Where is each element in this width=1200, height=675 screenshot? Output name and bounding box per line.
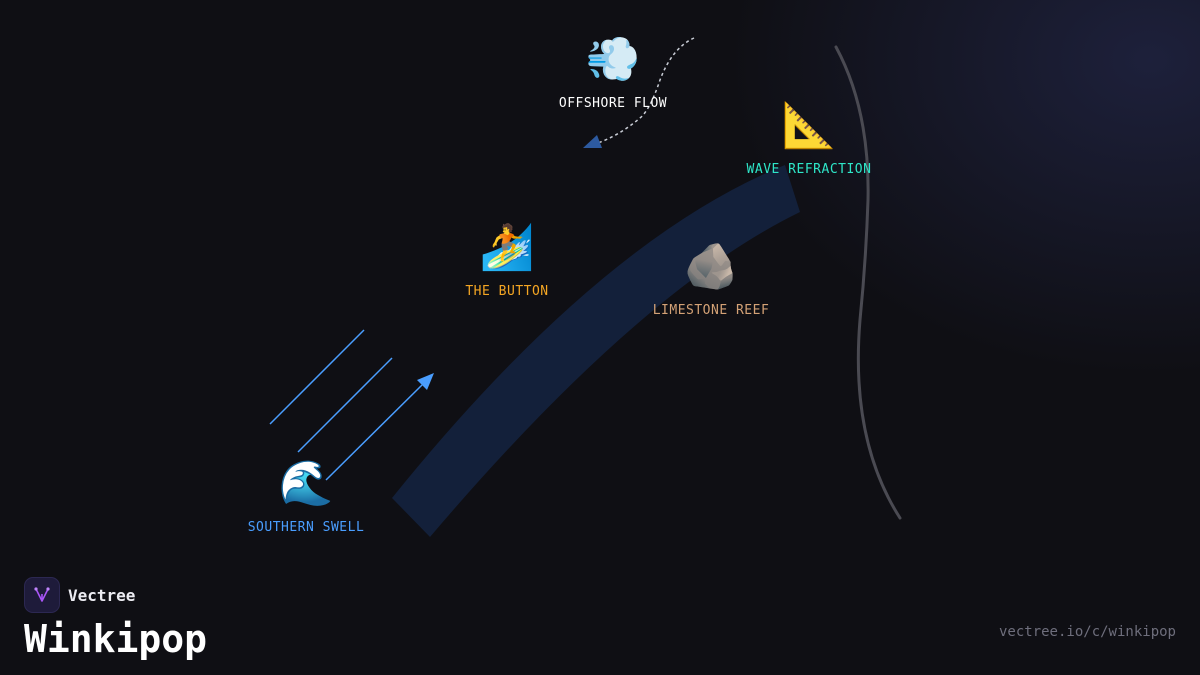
- node-wave-refraction: 📐 WAVE REFRACTION: [747, 98, 872, 177]
- node-label: OFFSHORE FLOW: [558, 96, 668, 111]
- swell-arrowhead: [417, 373, 434, 390]
- node-limestone-reef: 🪨 LIMESTONE REEF: [653, 239, 770, 318]
- vectree-logo-icon: [24, 577, 60, 613]
- offshore-flow-arrow: [597, 37, 695, 144]
- surfer-icon: 🏄: [479, 222, 535, 273]
- rock-icon: 🪨: [683, 241, 739, 292]
- offshore-flow-arrowhead: [583, 135, 602, 148]
- node-southern-swell: 🌊 SOUTHERN SWELL: [248, 456, 365, 535]
- brand-row: Vectree: [24, 577, 207, 613]
- triangular-ruler-icon: 📐: [781, 100, 837, 151]
- node-label: SOUTHERN SWELL: [247, 520, 365, 535]
- node-label: LIMESTONE REEF: [652, 303, 770, 318]
- node-offshore-flow: 💨 OFFSHORE FLOW: [559, 32, 667, 111]
- node-label: THE BUTTON: [465, 284, 549, 299]
- tree-icon: [34, 587, 50, 602]
- brand-name: Vectree: [68, 585, 136, 605]
- node-the-button: 🏄 THE BUTTON: [465, 220, 548, 299]
- swell-line: [297, 357, 393, 453]
- wave-icon: 🌊: [278, 458, 334, 509]
- source-url: vectree.io/c/winkipop: [998, 624, 1176, 640]
- wind-icon: 💨: [585, 34, 641, 85]
- swell-line: [269, 329, 365, 425]
- wave-ride-band: [392, 165, 800, 537]
- swell-line: [325, 384, 423, 481]
- brand-block: Vectree Winkipop: [24, 577, 207, 661]
- node-label: WAVE REFRACTION: [746, 162, 872, 177]
- page-title: Winkipop: [24, 617, 208, 661]
- coastline: [834, 45, 902, 520]
